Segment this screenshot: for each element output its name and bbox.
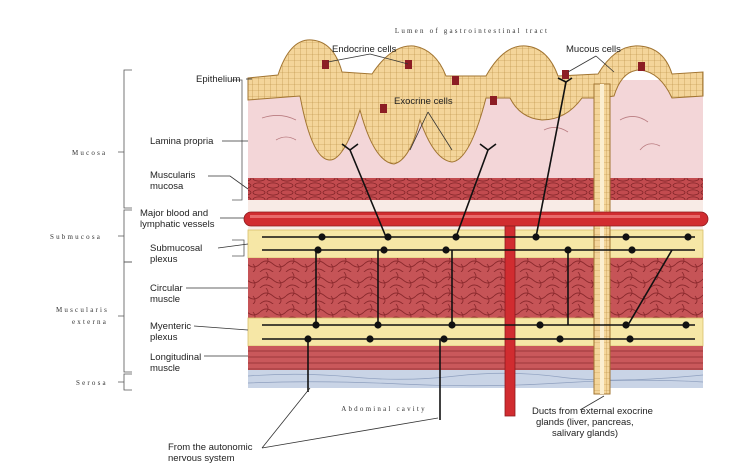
autonomic-label-1: From the autonomic bbox=[168, 442, 253, 453]
serosa-label: Serosa bbox=[76, 379, 108, 387]
nerve-ending-3 bbox=[557, 77, 573, 83]
plexus-brace bbox=[232, 239, 245, 257]
submucosal-plexus-label-1: Submucosal bbox=[150, 243, 202, 254]
submucosa-label: Submucosa bbox=[50, 233, 102, 241]
exocrine-cells-label: Exocrine cells bbox=[394, 96, 453, 107]
duct-lumen bbox=[600, 84, 604, 394]
muscularis-mucosa-label-2: mucosa bbox=[150, 181, 184, 192]
blood-vessels bbox=[243, 211, 709, 417]
endocrine-cell-1 bbox=[322, 60, 329, 69]
endocrine-cell-5 bbox=[562, 70, 569, 79]
muscularis-mucosa-layer bbox=[248, 178, 703, 200]
endocrine-cells-label: Endocrine cells bbox=[332, 44, 397, 55]
endocrine-cell-6 bbox=[638, 62, 645, 71]
ganglion-22 bbox=[626, 335, 634, 343]
ducts-leader bbox=[579, 395, 605, 411]
nerve-ending-1 bbox=[341, 143, 359, 151]
mucous-leader bbox=[567, 55, 615, 73]
endocrine-leader bbox=[327, 53, 409, 65]
ganglion-1 bbox=[318, 233, 326, 241]
epithelium-label: Epithelium bbox=[196, 74, 240, 85]
nerve-fiber-7 bbox=[349, 149, 387, 238]
ganglion-2 bbox=[384, 233, 392, 241]
layer-brackets bbox=[118, 69, 245, 391]
endocrine-cell-4 bbox=[490, 96, 497, 105]
autonomic-label-2: nervous system bbox=[168, 453, 235, 464]
myenteric-leader bbox=[193, 325, 249, 331]
nerve-ending-2 bbox=[479, 143, 497, 151]
longitudinal-muscle-layer bbox=[248, 346, 703, 370]
muscularis-externa-bracket bbox=[118, 261, 132, 373]
myenteric-plexus-label-1: Myenteric bbox=[150, 321, 191, 332]
ganglion-8 bbox=[380, 246, 388, 254]
mucous-cells-label: Mucous cells bbox=[566, 44, 621, 55]
autonomic-leader bbox=[261, 387, 439, 449]
lumen-title: Lumen of gastrointestinal tract bbox=[395, 27, 549, 35]
longitudinal-label-2: muscle bbox=[150, 363, 180, 374]
submucosal-plexus-label-2: plexus bbox=[150, 254, 178, 265]
mm-leader bbox=[208, 175, 249, 190]
epithelium-villi bbox=[247, 39, 704, 165]
ganglion-16 bbox=[622, 321, 630, 329]
abdominal-caption: Abdominal cavity bbox=[341, 405, 427, 413]
ganglion-21 bbox=[556, 335, 564, 343]
ganglion-6 bbox=[684, 233, 692, 241]
exocrine-duct bbox=[593, 83, 611, 395]
ganglion-19 bbox=[366, 335, 374, 343]
smp-leader bbox=[217, 243, 249, 249]
mucosa-bracket bbox=[118, 69, 132, 209]
lamina-texture bbox=[261, 115, 661, 151]
lamina-propria-label: Lamina propria bbox=[150, 136, 214, 147]
labels: Lumen of gastrointestinal tract Abdomina… bbox=[50, 27, 653, 464]
circular-muscle-label-2: muscle bbox=[150, 294, 180, 305]
muscularis-label-2: externa bbox=[72, 318, 108, 326]
ganglion-17 bbox=[682, 321, 690, 329]
endocrine-cell-2 bbox=[405, 60, 412, 69]
serosa-bracket bbox=[118, 373, 132, 391]
ducts-label-3: salivary glands) bbox=[552, 428, 618, 439]
nerve-fiber-8 bbox=[455, 149, 489, 238]
ganglion-20 bbox=[440, 335, 448, 343]
nerve-fiber-9 bbox=[535, 81, 567, 238]
endocrine-cell-7 bbox=[380, 104, 387, 113]
vessel-highlight bbox=[250, 215, 700, 218]
vertical-vessel bbox=[504, 225, 516, 417]
myenteric-plexus-band bbox=[247, 317, 704, 347]
mucosa-label: Mucosa bbox=[72, 149, 107, 157]
vessels-label-2: lymphatic vessels bbox=[140, 219, 215, 230]
endocrine-cell-3 bbox=[452, 76, 459, 85]
muscularis-mucosa-label-1: Muscularis bbox=[150, 170, 196, 181]
layer-brace bbox=[232, 79, 243, 201]
circular-muscle-layer bbox=[248, 258, 703, 318]
ducts-label-2: glands (liver, pancreas, bbox=[536, 417, 634, 428]
circular-muscle-label-1: Circular bbox=[150, 283, 183, 294]
longitudinal-label-1: Longitudinal bbox=[150, 352, 201, 363]
ganglion-15 bbox=[536, 321, 544, 329]
major-vessel bbox=[243, 211, 709, 227]
muscularis-label-1: Muscularis bbox=[56, 306, 109, 314]
ducts-label-1: Ducts from external exocrine bbox=[532, 406, 653, 417]
nerve-fiber-10 bbox=[627, 249, 673, 326]
ganglion-11 bbox=[628, 246, 636, 254]
nerve-network bbox=[262, 77, 695, 420]
ganglion-9 bbox=[442, 246, 450, 254]
exocrine-leader bbox=[409, 111, 453, 151]
submucosa-bracket bbox=[118, 209, 132, 263]
myenteric-plexus-label-2: plexus bbox=[150, 332, 178, 343]
vessels-label-1: Major blood and bbox=[140, 208, 208, 219]
leader-lines bbox=[186, 53, 615, 449]
serosa-layer bbox=[248, 370, 703, 388]
ganglion-5 bbox=[622, 233, 630, 241]
